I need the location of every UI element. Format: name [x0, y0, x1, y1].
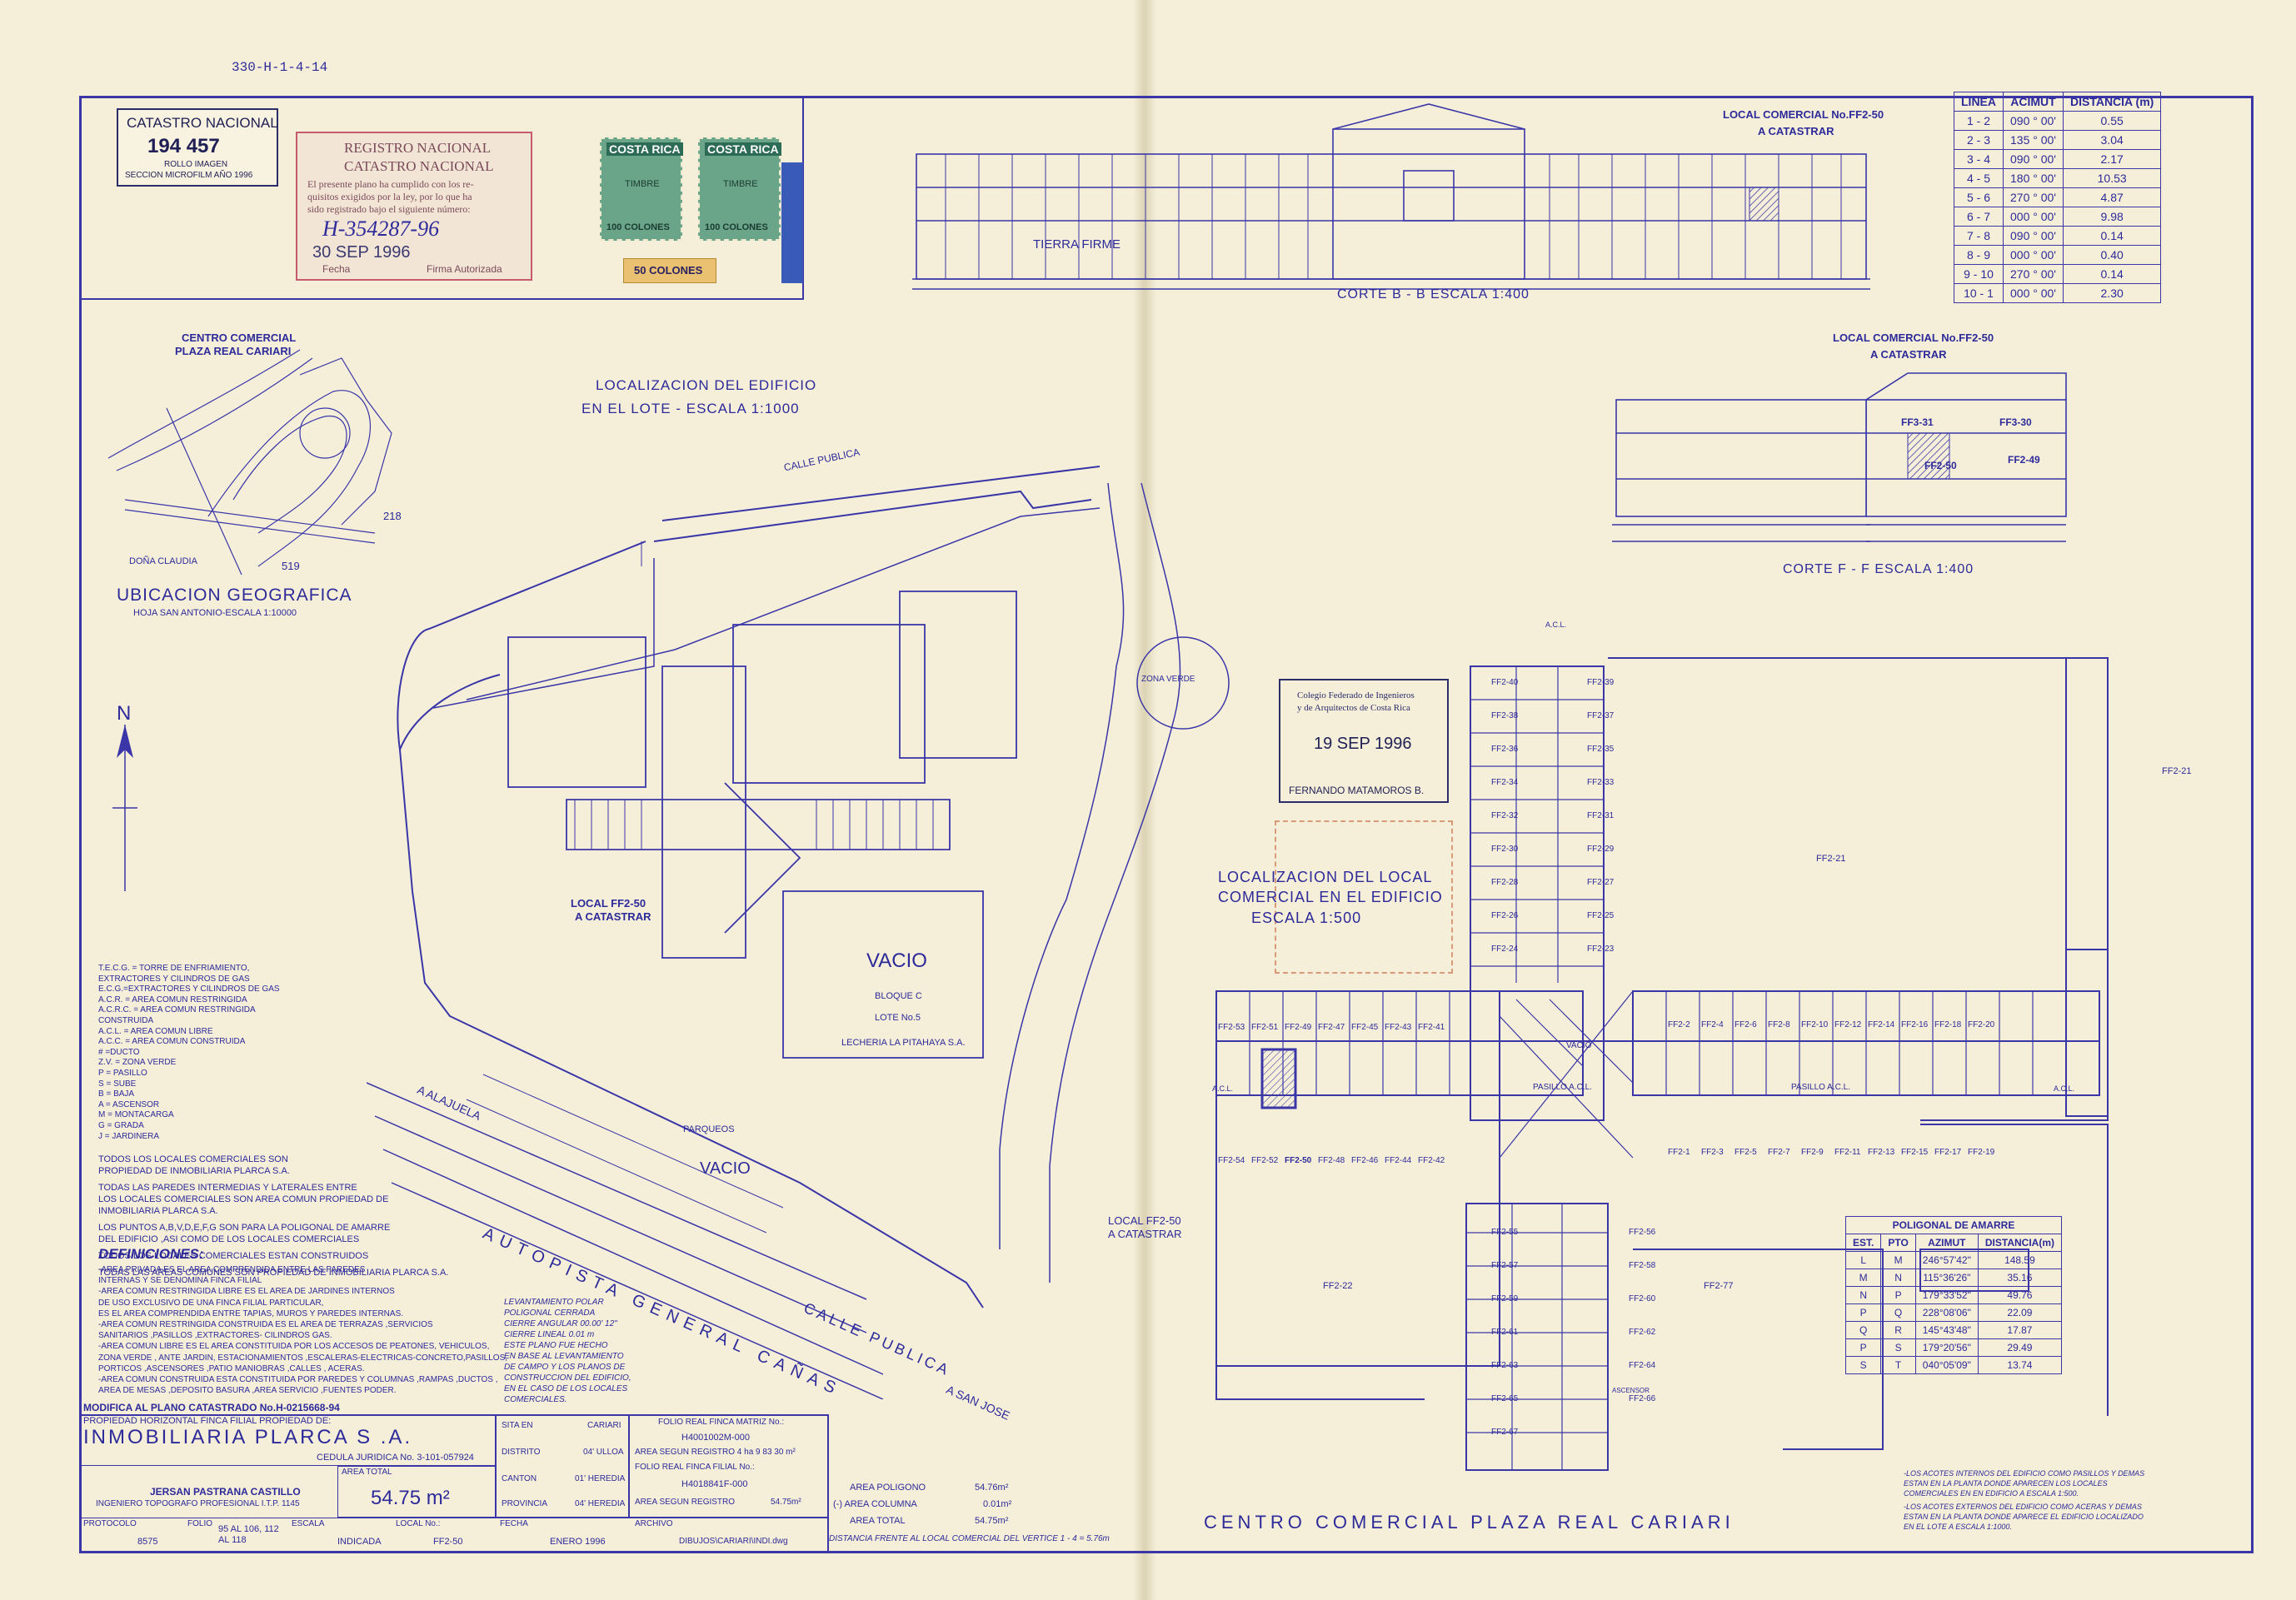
north-label: N [117, 702, 132, 725]
definitions-title: DEFINICIONES: [98, 1246, 204, 1262]
north-arrow-icon [112, 725, 137, 891]
location-cell [496, 1414, 629, 1518]
local-title-2: COMERCIAL EN EL EDIFICIO [1218, 889, 1443, 905]
section-bb-title: CORTE B - B ESCALA 1:400 [1337, 287, 1530, 302]
section-bb-drawing [912, 103, 1870, 290]
local-title-3: ESCALA 1:500 [1251, 910, 1362, 926]
stamp-panel [79, 96, 804, 300]
main-title: CENTRO COMERCIAL PLAZA REAL CARIARI [1204, 1512, 1734, 1533]
site-plan-title-2: EN EL LOTE - ESCALA 1:1000 [581, 401, 800, 416]
local-title-1: LOCALIZACION DEL LOCAL [1218, 869, 1433, 885]
dimension-notes: -LOS ACOTES INTERNOS DEL EDIFICIO COMO P… [1904, 1469, 2145, 1531]
section-ff-drawing [1612, 399, 1870, 542]
area-value: 54.75 m² [371, 1487, 450, 1509]
vacio-label: VACIO [866, 950, 927, 972]
catastro-stamp: CATASTRO NACIONAL 194 457 ROLLO IMAGEN S… [117, 108, 278, 187]
plan-number: H-354287-96 [322, 217, 440, 241]
geo-title: UBICACION GEOGRAFICA [117, 586, 352, 605]
timbre-stamp-1: COSTA RICA TIMBRE 100 COLONES [600, 137, 683, 241]
drawing-frame [79, 96, 2254, 1553]
folio-cell [629, 1414, 829, 1518]
section-ff-title: CORTE F - F ESCALA 1:400 [1783, 562, 1974, 576]
colegio-stamp: Colegio Federado de Ingenieros y de Arqu… [1279, 679, 1449, 803]
timbre-stamp-blue [781, 162, 803, 283]
owner-cell [79, 1414, 496, 1466]
abbreviation-legend: T.E.C.G. = TORRE DE ENFRIAMIENTO,EXTRACT… [98, 964, 280, 1141]
area-cell [337, 1466, 496, 1518]
site-plan-drawing [367, 466, 1230, 1399]
section-ff-drawing-right [1866, 372, 2067, 542]
owner-name: INMOBILIARIA PLARCA S .A. [83, 1426, 413, 1448]
definitions-list: -AREA PRIVADA ES EL AREA COMPRENDIDA ENT… [98, 1265, 508, 1396]
timbre-stamp-small: 50 COLONES [623, 258, 716, 283]
geo-location-map [107, 349, 392, 576]
site-plan-title-1: LOCALIZACION DEL EDIFICIO [596, 377, 817, 393]
drawing-code: 330-H-1-4-14 [232, 60, 328, 75]
floor-plan-drawing [1215, 657, 2109, 1471]
faded-stamp [1275, 820, 1453, 974]
timbre-stamp-2: COSTA RICA TIMBRE 100 COLONES [698, 137, 781, 241]
footer-row [79, 1518, 829, 1553]
registro-stamp: REGISTRO NACIONAL CATASTRO NACIONAL El p… [296, 132, 532, 281]
paper-fold [1133, 0, 1156, 1600]
